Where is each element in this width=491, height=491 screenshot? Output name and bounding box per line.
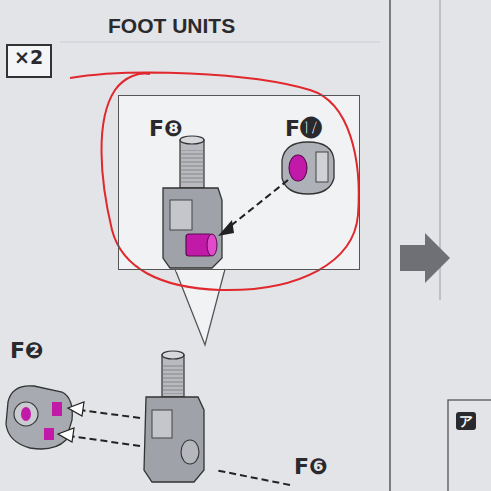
step-arrow	[400, 233, 450, 283]
part-number: F❷	[8, 340, 46, 362]
part-f2	[6, 386, 72, 449]
part-f8	[163, 136, 222, 268]
assembly-arrow	[58, 428, 74, 442]
hand-circle	[70, 73, 359, 290]
part-f17	[282, 142, 334, 194]
part-number: F❻	[292, 456, 330, 478]
section-title: FOOT UNITS	[108, 14, 235, 38]
panel-mark: ア	[456, 412, 476, 430]
part-number: F⓱	[285, 118, 322, 140]
part-f8-assembly	[144, 351, 204, 482]
frame-line	[389, 0, 390, 491]
assembly-arrow	[218, 220, 234, 236]
next-panel	[448, 400, 491, 491]
quantity-box: ×2	[6, 44, 52, 78]
assembly-arrow	[68, 402, 84, 416]
callout-panel: F❽ F⓱	[118, 95, 360, 270]
part-number: F❽	[149, 118, 183, 140]
callout-pointer	[175, 269, 225, 345]
quantity-mark: ×2	[14, 46, 43, 68]
